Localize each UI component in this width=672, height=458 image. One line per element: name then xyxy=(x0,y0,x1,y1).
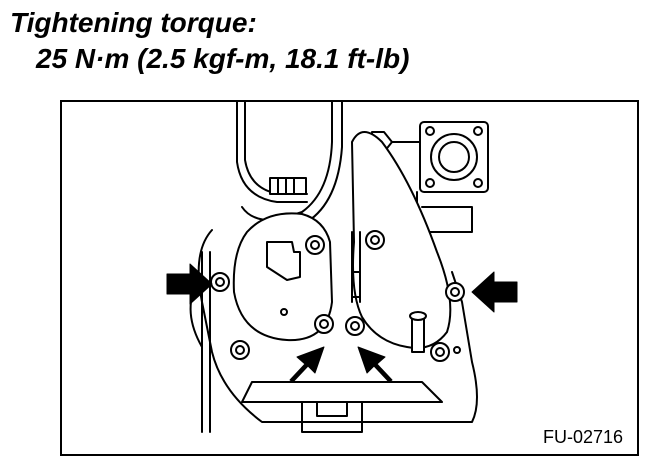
bolts xyxy=(210,230,465,362)
torque-value: 25 N·m (2.5 kgf-m, 18.1 ft-lb) xyxy=(36,43,410,74)
arrow-lower-left xyxy=(289,346,325,383)
arrow-lower-right xyxy=(357,346,393,383)
base-plate xyxy=(189,229,478,433)
figure-code: FU-02716 xyxy=(540,427,625,448)
diagram-frame: FU-02716 xyxy=(60,100,639,456)
cover-right-lobe xyxy=(351,131,452,353)
fuel-component-diagram xyxy=(166,102,518,433)
arrow-right xyxy=(471,271,518,313)
tightening-arrows xyxy=(166,263,518,383)
arrow-left xyxy=(166,263,213,305)
upper-hoses xyxy=(236,102,343,223)
torque-heading: Tightening torque: xyxy=(10,7,257,38)
